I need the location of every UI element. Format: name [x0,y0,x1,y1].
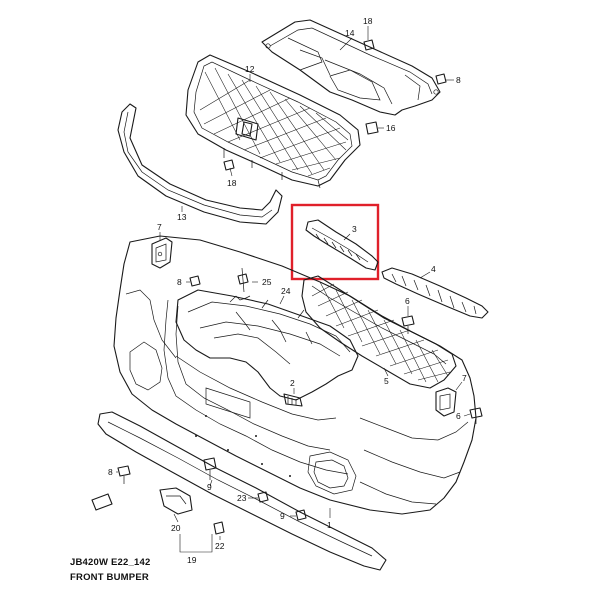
callout-2: 2 [290,378,295,388]
part-20-lower-bracket[interactable] [159,487,193,515]
callout-9-upper: 9 [207,482,212,492]
front-direction-arrow-icon [91,493,113,511]
callout-9-lower: 9 [280,511,285,521]
callout-3: 3 [352,224,357,234]
part-5-lower-grille[interactable] [301,275,457,389]
callout-18-mid: 18 [227,178,237,188]
diagram-title: FRONT BUMPER [70,572,149,583]
part-7-right-bracket[interactable] [435,387,457,417]
callout-labels: 18 14 8 12 16 18 13 3 7 4 8 25 24 6 5 2 … [108,16,467,565]
callout-24: 24 [281,286,291,296]
part-3-lower-garnish-highlighted[interactable] [290,203,380,281]
part-12-front-grille[interactable] [185,54,361,189]
diagram-code: JB420W E22_142 [70,557,151,568]
part-24-center-support-frame[interactable] [175,289,359,401]
part-1-bumper-cover[interactable] [113,235,477,515]
part-9-clip-lower[interactable] [295,509,307,521]
callout-12: 12 [245,64,255,74]
callout-20: 20 [171,523,181,533]
callout-19: 19 [187,555,197,565]
callout-8-mid: 8 [177,277,182,287]
callout-6-upper: 6 [405,296,410,306]
part-8-bolt-mid-left[interactable] [189,275,201,287]
callout-25: 25 [262,277,272,287]
callout-8-lower: 8 [108,467,113,477]
callout-5: 5 [384,376,389,386]
part-4-lower-molding[interactable] [381,267,489,319]
part-6-bolt-upper[interactable] [401,315,415,334]
leader-lines [116,26,471,553]
part-16-clip[interactable] [365,121,379,135]
callout-7-left: 7 [157,222,162,232]
part-7-left-bracket[interactable] [151,237,173,269]
callout-13: 13 [177,212,187,222]
part-23-bolt[interactable] [252,491,269,503]
part-25-fastener-rod[interactable] [235,267,251,301]
callout-14: 14 [345,28,355,38]
callout-7-right: 7 [462,373,467,383]
part-8-bolt-top-right[interactable] [435,73,447,85]
callout-22: 22 [215,541,225,551]
part-2-emblem[interactable] [283,393,303,407]
callout-4: 4 [431,264,436,274]
callout-18-top: 18 [363,16,373,26]
part-22-clip[interactable] [213,521,225,535]
callout-6-lower: 6 [456,411,461,421]
part-13-grille-garnish[interactable] [117,103,283,225]
part-18-clip-mid[interactable] [223,159,235,171]
lower-under-spoiler[interactable] [97,411,387,571]
callout-23: 23 [237,493,247,503]
callout-8-top: 8 [456,75,461,85]
part-9-clip-upper[interactable] [203,457,217,480]
part-8-bolt-lower-left[interactable] [117,465,131,484]
callout-16: 16 [386,123,396,133]
highlight-box [290,203,380,281]
part-18-clip-top[interactable] [363,39,375,51]
callout-1: 1 [327,520,332,530]
